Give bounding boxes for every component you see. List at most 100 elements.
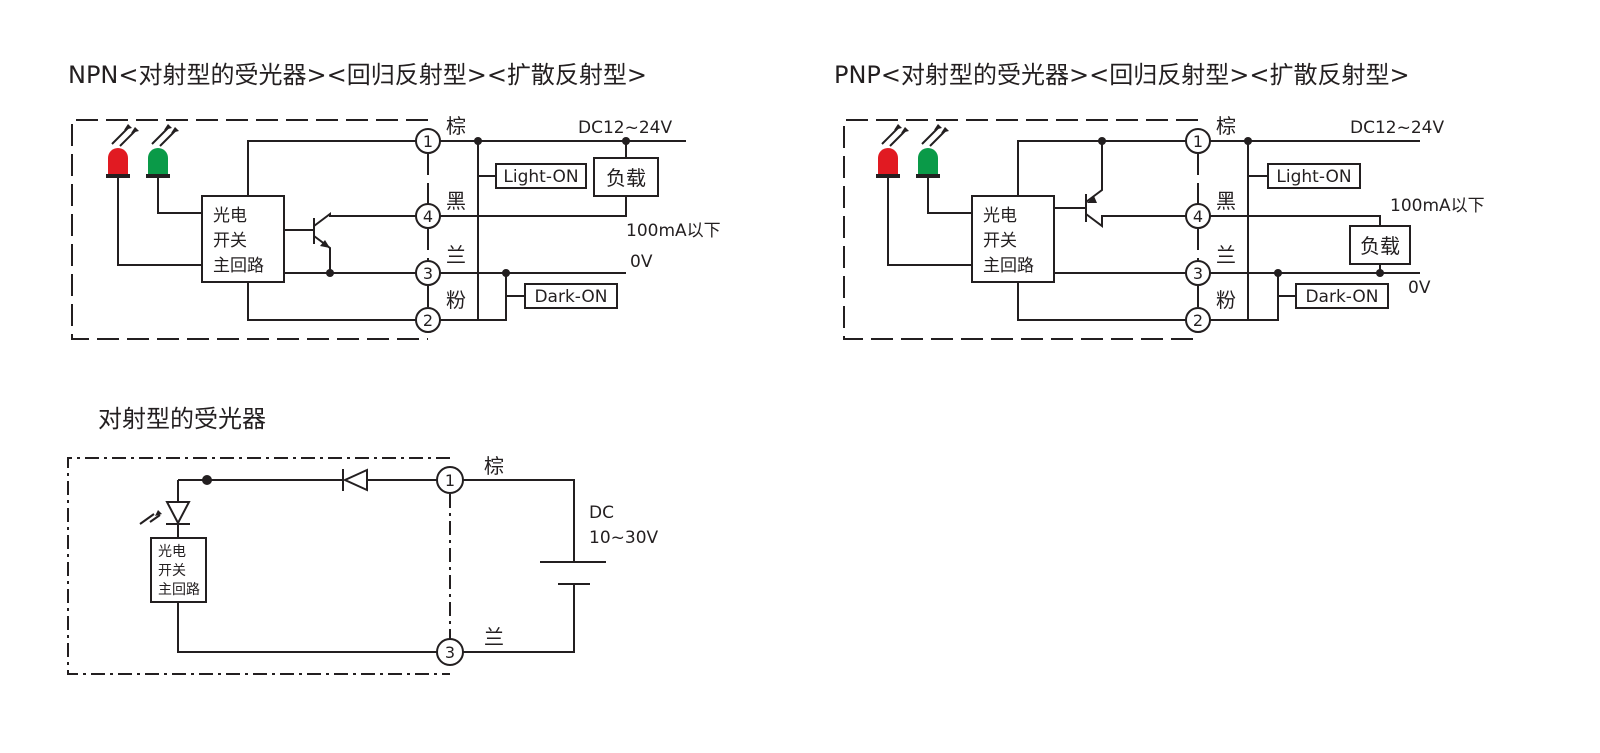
battery-icon: [540, 561, 606, 585]
svg-text:3: 3: [1193, 264, 1203, 283]
receiver-block-line-1: 光电: [158, 544, 186, 560]
npn-light-on-label: Light-ON: [503, 167, 578, 187]
receiver-switch-block: [150, 537, 207, 603]
pnp-green-led-icon: [916, 124, 949, 178]
pnp-wire-label-blue: 兰: [1216, 243, 1236, 267]
npn-wire-label-brown: 棕: [446, 114, 466, 138]
pnp-block-line-2: 开关: [983, 231, 1017, 251]
npn-supply-label: DC12~24V: [578, 118, 672, 138]
npn-dark-on-label: Dark-ON: [534, 287, 607, 307]
npn-terminal-2: 2: [415, 307, 441, 333]
pnp-switch-block: [971, 195, 1055, 283]
pnp-dark-on-box: [1295, 283, 1389, 309]
npn-terminal-3: 3: [415, 260, 441, 286]
receiver-junction: [202, 475, 212, 485]
npn-output-line: [440, 196, 627, 217]
pnp-load-label: 负载: [1360, 234, 1400, 258]
pnp-wire-2: [1017, 282, 1186, 321]
npn-block-line-2: 开关: [213, 231, 247, 251]
receiver-wire-label-blue: 兰: [484, 625, 504, 649]
pnp-junction-a: [1244, 137, 1252, 145]
svg-text:3: 3: [423, 264, 433, 283]
pnp-terminal-1: 1: [1185, 128, 1211, 154]
pnp-led-wires: [887, 178, 972, 266]
svg-text:4: 4: [1193, 207, 1203, 226]
pnp-light-on-box: [1267, 163, 1361, 189]
pnp-current-label: 100mA以下: [1390, 196, 1485, 216]
pnp-zero-label: 0V: [1408, 278, 1431, 298]
receiver-block-line-3: 主回路: [158, 582, 200, 598]
npn-transistor-icon: [313, 212, 416, 272]
npn-junction-b: [502, 269, 510, 277]
pnp-load-box: [1349, 225, 1411, 265]
pnp-housing-outline: [843, 119, 1198, 340]
pnp-wire-label-pink: 粉: [1216, 288, 1236, 312]
npn-red-led-icon: [106, 124, 139, 178]
pnp-terminal-4: 4: [1185, 203, 1211, 229]
npn-wire-2: [247, 282, 416, 321]
receiver-supply-minus: [463, 584, 575, 653]
npn-zero-label: 0V: [630, 252, 653, 272]
pnp-diagram: PNP<对射型的受光器><回归反射型><扩散反射型> 光电 开关 主回路: [834, 61, 1485, 340]
npn-block-line-1: 光电: [213, 206, 247, 226]
pnp-junction-b: [1274, 269, 1282, 277]
diode-icon: [342, 468, 368, 492]
pnp-red-led-icon: [876, 124, 909, 178]
npn-terminal-1: 1: [415, 128, 441, 154]
receiver-supply-label-1: DC: [589, 503, 614, 523]
npn-load-label: 负载: [606, 166, 646, 190]
npn-led-wires: [117, 178, 202, 266]
npn-load-box: [593, 157, 659, 197]
npn-dark-on-box: [524, 283, 618, 309]
npn-switch-block: [201, 195, 285, 283]
pnp-wire-1: [1017, 140, 1186, 196]
svg-text:1: 1: [423, 132, 433, 151]
pnp-pink-line: [1210, 296, 1279, 321]
npn-housing-outline: [71, 119, 428, 340]
npn-wire-label-blue: 兰: [446, 243, 466, 267]
receiver-block-line-2: 开关: [158, 563, 186, 579]
npn-diagram: NPN<对射型的受光器><回归反射型><扩散反射型> 光电 开关 主回路: [68, 61, 721, 340]
npn-wire-label-pink: 粉: [446, 288, 466, 312]
svg-text:1: 1: [445, 471, 455, 490]
svg-text:2: 2: [1193, 311, 1203, 330]
pnp-supply-label: DC12~24V: [1350, 118, 1444, 138]
receiver-supply-label-2: 10~30V: [589, 528, 659, 548]
pnp-block-line-1: 光电: [983, 206, 1017, 226]
receiver-wire-label-brown: 棕: [484, 454, 504, 478]
svg-text:3: 3: [445, 643, 455, 662]
photodiode-icon: [139, 501, 191, 526]
pnp-title: PNP<对射型的受光器><回归反射型><扩散反射型>: [834, 61, 1410, 89]
svg-text:4: 4: [423, 207, 433, 226]
pnp-wire-label-brown: 棕: [1216, 114, 1236, 138]
pnp-terminal-2: 2: [1185, 307, 1211, 333]
pnp-block-line-3: 主回路: [983, 256, 1034, 276]
npn-current-label: 100mA以下: [626, 221, 721, 241]
npn-light-on-box: [495, 163, 587, 189]
receiver-title: 对射型的受光器: [98, 405, 266, 433]
pnp-dark-on-wire: [1277, 273, 1296, 297]
pnp-output-line: [1210, 215, 1381, 226]
npn-green-led-icon: [146, 124, 179, 178]
npn-junction: [326, 269, 334, 277]
pnp-transistor-icon: [1085, 141, 1186, 228]
npn-pink-line: [440, 296, 507, 321]
pnp-light-on-label: Light-ON: [1276, 167, 1351, 187]
receiver-supply-plus: [463, 479, 575, 562]
pnp-wire-label-black: 黑: [1216, 189, 1236, 213]
npn-dark-on-wire: [505, 273, 525, 297]
pnp-junction: [1098, 137, 1106, 145]
npn-title: NPN<对射型的受光器><回归反射型><扩散反射型>: [68, 61, 647, 89]
svg-text:1: 1: [1193, 132, 1203, 151]
npn-junction-a: [474, 137, 482, 145]
npn-wire-label-black: 黑: [446, 189, 466, 213]
npn-block-line-3: 主回路: [213, 256, 264, 276]
receiver-housing-outline: [67, 457, 450, 675]
receiver-bottom-wire: [177, 602, 438, 653]
receiver-terminal-3: 3: [436, 638, 464, 666]
npn-terminal-4: 4: [415, 203, 441, 229]
npn-wire-1: [247, 140, 416, 196]
pnp-terminal-3: 3: [1185, 260, 1211, 286]
receiver-terminal-1: 1: [436, 466, 464, 494]
